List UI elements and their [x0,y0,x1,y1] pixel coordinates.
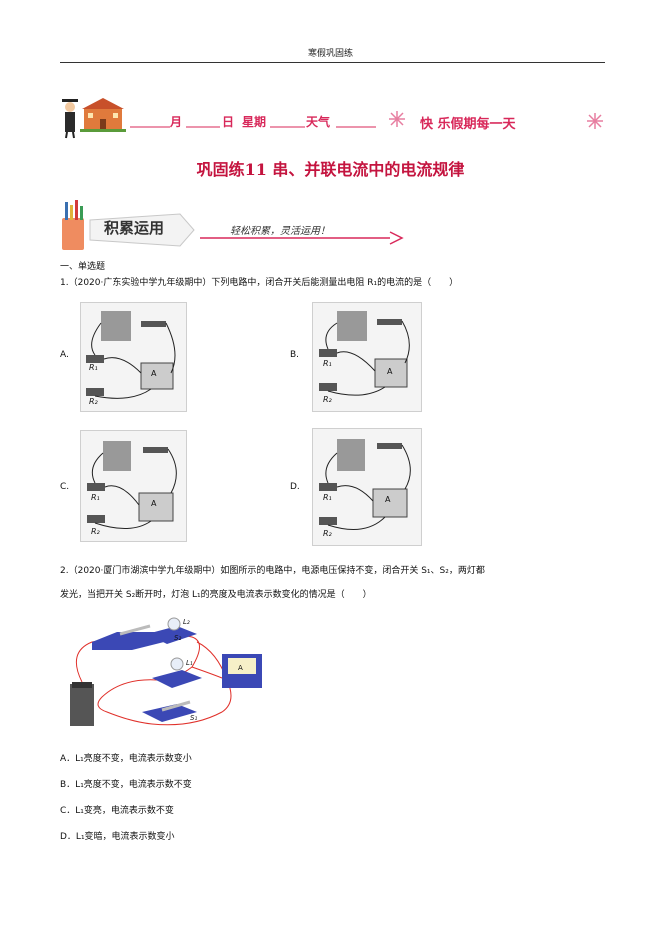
label-r1: R₁ [89,363,98,372]
banner-slogan: 快 乐假期每一天 [420,117,516,132]
banner-graphic [62,98,603,139]
school-icon [80,98,126,132]
label-ammeter: A [151,499,157,508]
label-ammeter: A [238,664,243,672]
q1-option-a-label[interactable]: A. [60,350,69,360]
banner-month: 月 [170,115,183,129]
section-badge: 积累运用 [104,219,165,237]
q2-circuit-graphic [70,617,262,726]
label-ammeter: A [151,369,157,378]
question-1-text: 1.（2020·广东实验中学九年级期中）下列电路中，闭合开关后能测量出电阻 R₁… [60,278,459,288]
label-s1: S₁ [190,714,198,722]
pencil-cup-icon [62,200,84,250]
circuit-diagram-b [319,311,410,396]
banner-day: 日 [222,115,235,129]
q2-circuit-illustration: S₂ L₂ L₁ A S₁ [62,612,272,740]
label-r1: R₁ [323,359,332,368]
label-r2: R₂ [91,527,100,536]
header-divider [60,62,605,63]
q1-option-b-circuit[interactable]: R₁ R₂ A [312,302,422,412]
question-2-line-2: 发光，当把开关 S₂断开时，灯泡 L₁的亮度及电流表示数变化的情况是（ ） [60,590,372,600]
q1-option-d-circuit[interactable]: R₁ R₂ A [312,428,422,546]
q1-option-d-label[interactable]: D. [290,482,300,492]
snowflake-icon [389,111,405,127]
label-s2: S₂ [174,634,182,642]
page-title: 巩固练11 串、并联电流中的电流规律 [196,160,465,179]
label-ammeter: A [385,495,391,504]
label-r1: R₁ [91,493,100,502]
q1-option-c-circuit[interactable]: R₁ R₂ A [80,430,187,542]
label-ammeter: A [387,367,393,376]
section-label: 一、单选题 [60,262,106,272]
label-r2: R₂ [323,395,332,404]
graduate-icon [62,99,78,139]
circuit-diagram-a [86,311,176,399]
label-r1: R₁ [323,493,332,502]
q1-option-a-circuit[interactable]: R₁ R₂ A [80,302,187,412]
q1-option-c-label[interactable]: C. [60,482,70,492]
date-weather-banner: 月 日 星期 天气 快 乐假期每一天 [60,95,610,140]
section-banner-graphic [62,200,404,250]
circuit-diagram-d [319,439,411,530]
section-motto: 轻松积累，灵活运用！ [230,226,330,237]
banner-weather: 天气 [306,115,331,129]
q2-option-a[interactable]: A．L₁亮度不变，电流表示数变小 [60,754,192,764]
q2-option-c[interactable]: C．L₁变亮，电流表示数不变 [60,806,174,816]
label-r2: R₂ [89,397,98,406]
q1-option-b-label[interactable]: B. [290,350,300,360]
q2-option-b[interactable]: B．L₁亮度不变，电流表示数不变 [60,780,192,790]
section-banner: 积累运用 轻松积累，灵活运用！ [60,200,410,255]
q2-option-d[interactable]: D．L₁变暗，电流表示数变小 [60,832,175,842]
label-l1: L₁ [186,659,193,667]
snowflake-icon-right [587,113,603,129]
circuit-diagram-c [87,441,177,529]
banner-weekday: 星期 [242,115,267,129]
question-2-line-1: 2.（2020·厦门市湖滨中学九年级期中）如图所示的电路中，电源电压保持不变，闭… [60,566,485,576]
label-r2: R₂ [323,529,332,538]
label-l2: L₂ [183,618,190,626]
page-header: 寒假巩固练 [307,49,353,59]
